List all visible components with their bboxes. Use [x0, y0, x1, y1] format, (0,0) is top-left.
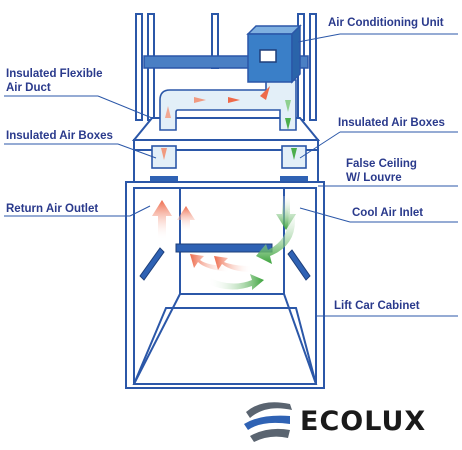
label-cabinet: Lift Car Cabinet: [334, 300, 420, 312]
flexible-air-duct: [159, 79, 297, 131]
label-air-boxes-left: Insulated Air Boxes: [6, 130, 113, 142]
leader-lines: [4, 33, 458, 317]
label-air-boxes-right: Insulated Air Boxes: [338, 117, 445, 129]
ecolux-logo-icon: [244, 402, 292, 442]
cool-air-arrows: [208, 196, 296, 290]
label-flex-duct-line2: Air Duct: [6, 82, 51, 94]
label-cool-air: Cool Air Inlet: [352, 207, 424, 219]
air-conditioning-unit: [246, 24, 302, 84]
duct-airflow-arrows: [161, 86, 297, 160]
return-air-arrows: [152, 200, 252, 272]
label-flex-duct-line1: Insulated Flexible: [6, 68, 103, 80]
label-false-ceiling-line2: W/ Louvre: [346, 172, 402, 184]
label-ac-unit: Air Conditioning Unit: [328, 17, 444, 29]
label-false-ceiling-line1: False Ceiling: [346, 158, 417, 170]
brand-wordmark: ECOLUX: [300, 406, 427, 437]
label-return-air: Return Air Outlet: [6, 203, 99, 215]
